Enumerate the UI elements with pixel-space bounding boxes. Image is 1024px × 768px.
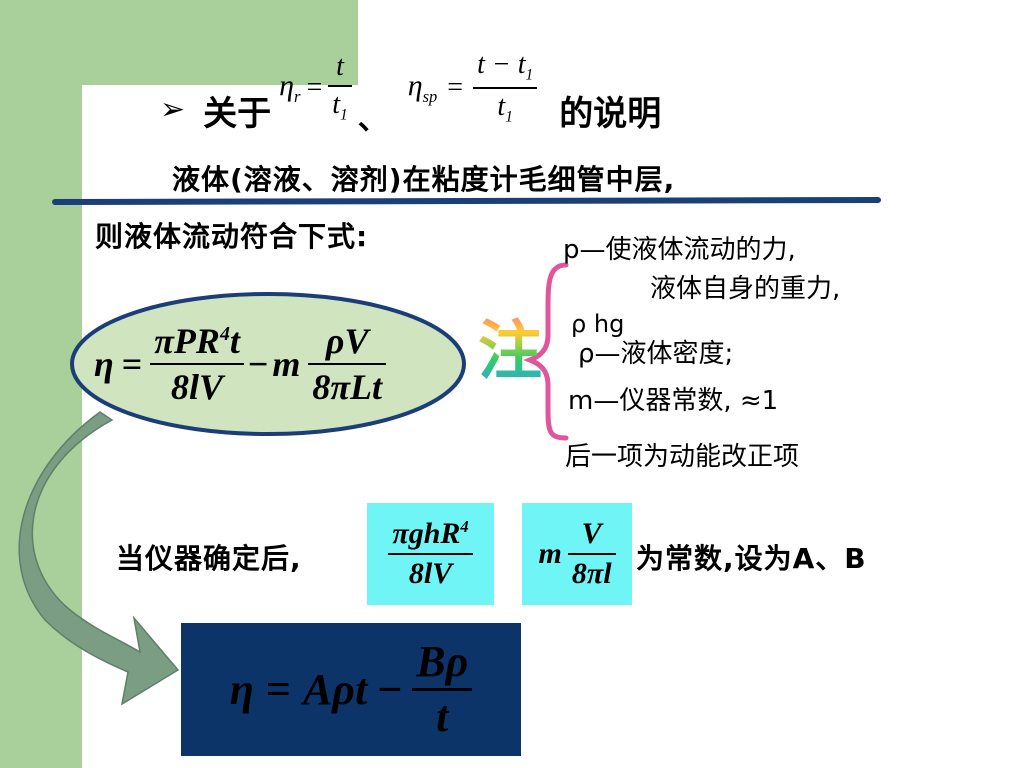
- final-rhs1: Aρt: [302, 665, 368, 714]
- eta-sp-numerator: t − t: [477, 49, 526, 80]
- main-term1-sup: 4: [219, 323, 230, 345]
- note-brace: [523, 262, 569, 441]
- main-eta: η: [94, 344, 114, 384]
- constant-b-formula: m V 8πl: [522, 503, 632, 605]
- eta-r-fraction: t t1: [328, 51, 352, 124]
- final-equals: =: [265, 665, 291, 714]
- final-den: t: [436, 692, 449, 741]
- eta-r-subscript: r: [294, 87, 301, 106]
- note-m-line: m—仪器常数, ≈1: [568, 386, 779, 416]
- main-equals: =: [121, 344, 143, 384]
- eta-sp-subscript: sp: [422, 87, 438, 106]
- body-line-1: 液体(溶液、溶剂)在粘度计毛细管中层,: [172, 163, 676, 196]
- constant-a-num: πghR: [392, 517, 461, 550]
- final-eta: η: [229, 665, 254, 714]
- heading: ➢ 关于 ηr = t t1 、 ηsp = t − t1 t1 的说明: [160, 51, 662, 152]
- main-term1-num: πPR: [154, 321, 220, 361]
- note-p-line-2: 液体自身的重力,: [650, 274, 841, 304]
- final-formula: η = Aρt − Bρ t: [181, 623, 521, 756]
- heading-prefix: 关于: [203, 93, 272, 134]
- main-formula: η = πPR4t 8lV − m ρV 8πLt: [94, 312, 387, 416]
- note-p-line: p—使液体流动的力,: [563, 235, 796, 265]
- final-minus: −: [377, 665, 403, 714]
- eta-sp-denominator: t: [497, 91, 506, 122]
- constant-b-num: V: [581, 517, 602, 550]
- main-term2-den: 8πLt: [312, 367, 383, 407]
- note-rho-line: ρ—液体密度;: [578, 339, 734, 369]
- main-term1-num-tail: t: [229, 321, 240, 361]
- constant-b-m: m: [538, 537, 562, 570]
- bullet-arrow-icon: ➢: [160, 91, 186, 127]
- eta-sp-fraction: t − t1 t1: [473, 49, 538, 126]
- constant-b-den: 8πl: [571, 557, 612, 590]
- formula-ellipse: [70, 292, 466, 436]
- eta-sp-denominator-sub: 1: [505, 108, 513, 126]
- final-num: Bρ: [416, 637, 469, 686]
- eta-r-formula: ηr = t t1: [279, 53, 352, 123]
- eta-r-denominator-sub: 1: [340, 106, 348, 124]
- rule-line: [52, 197, 881, 205]
- constant-a-sup: 4: [460, 517, 469, 536]
- constants-tail: 为常数,设为A、B: [636, 542, 867, 575]
- eta-sp-formula: ηsp = t − t1 t1: [408, 51, 538, 125]
- constant-a-den: 8lV: [408, 557, 453, 590]
- heading-separator: 、: [357, 102, 388, 137]
- eta-r-numerator: t: [336, 51, 344, 82]
- main-m: m: [272, 344, 301, 384]
- eta-sp-equals: =: [447, 72, 464, 103]
- main-term1-den: 8lV: [171, 367, 224, 407]
- eta-r-symbol: η: [279, 69, 295, 102]
- curved-arrow-icon: [18, 411, 180, 706]
- eta-sp-numerator-sub: 1: [525, 66, 534, 84]
- main-term2-fraction: ρV 8πLt: [308, 321, 387, 407]
- heading-suffix: 的说明: [559, 93, 662, 134]
- constant-a-formula: πghR4 8lV: [367, 503, 494, 605]
- eta-sp-symbol: η: [407, 69, 423, 102]
- note-last-line: 后一项为动能改正项: [565, 442, 800, 472]
- eta-r-equals: =: [306, 72, 323, 103]
- constants-label: 当仪器确定后,: [116, 542, 302, 575]
- main-term2-num: ρV: [325, 321, 369, 361]
- main-term1-fraction: πPR4t 8lV: [150, 323, 244, 405]
- body-line-2: 则液体流动符合下式:: [95, 220, 369, 253]
- main-minus: −: [247, 344, 269, 384]
- note-rho-hg: ρ hg: [571, 310, 625, 338]
- eta-r-denominator: t: [332, 89, 341, 120]
- note-symbol: 注: [478, 300, 542, 392]
